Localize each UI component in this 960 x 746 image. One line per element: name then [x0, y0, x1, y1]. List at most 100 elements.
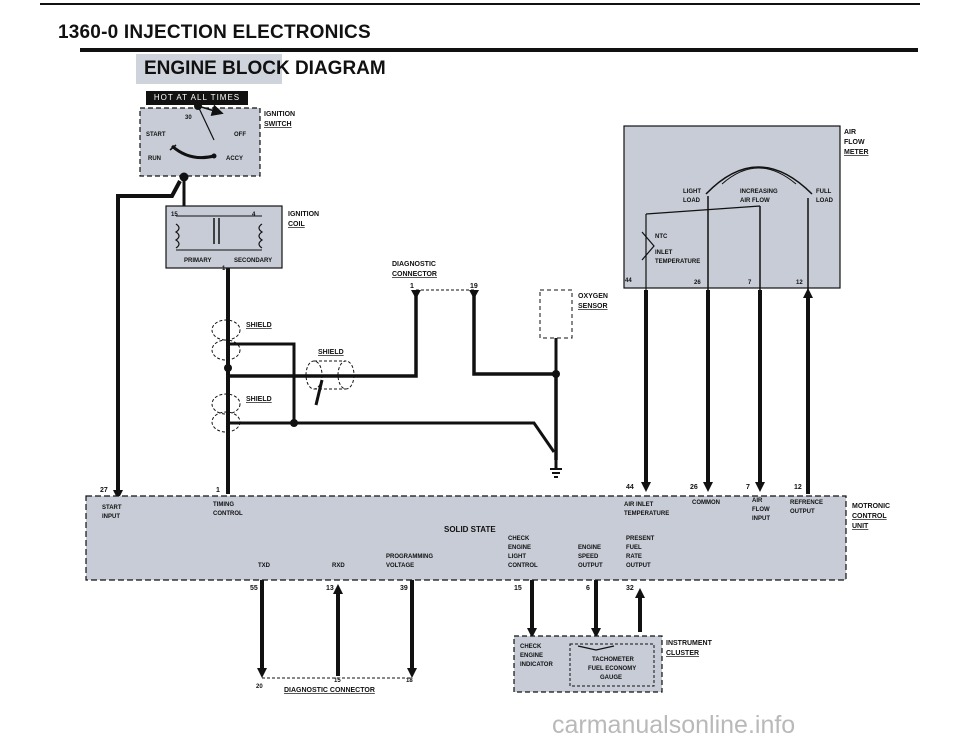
cu-solid-state: SOLID STATE	[444, 525, 496, 534]
afm-inlet-temp-2: TEMPERATURE	[655, 259, 700, 265]
cu-txd: TXD	[258, 563, 271, 569]
ic-label-1: INSTRUMENT	[666, 640, 713, 647]
diag-bottom-pin-20: 20	[256, 684, 263, 690]
cu-check-3: LIGHT	[508, 554, 526, 560]
afm-light-load-2: LOAD	[683, 198, 701, 204]
page-title: 1360-0 INJECTION ELECTRONICS	[58, 22, 371, 43]
cu-air-flow-1: AIR	[752, 498, 763, 504]
cu-check-1: CHECK	[508, 536, 530, 542]
cu-air-flow-2: FLOW	[752, 507, 770, 513]
diag-bottom-pin-18: 18	[406, 678, 413, 684]
ground-symbol	[550, 460, 562, 478]
cu-prog-voltage-2: VOLTAGE	[386, 563, 414, 569]
shield-2	[305, 360, 355, 390]
ic-check-3: INDICATOR	[520, 662, 553, 668]
ic-label-2: CLUSTER	[666, 650, 699, 657]
ic-gauge: GAUGE	[600, 675, 622, 681]
switch-run: RUN	[148, 156, 161, 162]
cu-timing-1: TIMING	[213, 502, 234, 508]
section-title-band	[136, 54, 282, 84]
air-flow-meter: LIGHT LOAD INCREASING AIR FLOW FULL LOAD…	[623, 125, 869, 290]
switch-start: START	[146, 132, 166, 138]
diag-bottom-label: DIAGNOSTIC CONNECTOR	[284, 687, 375, 694]
coil-primary: PRIMARY	[184, 258, 211, 264]
cu-bottom-pin-13: 13	[326, 585, 334, 592]
ic-check-2: ENGINE	[520, 653, 543, 659]
oxygen-sensor-label-2: SENSOR	[578, 303, 608, 310]
cu-timing-2: CONTROL	[213, 511, 243, 517]
cu-fuel-rate-3: RATE	[626, 554, 642, 560]
afm-full-load-1: FULL	[816, 189, 832, 195]
cu-check-4: CONTROL	[508, 563, 538, 569]
cu-air-inlet-2: TEMPERATURE	[624, 511, 669, 517]
cu-bottom-pin-55: 55	[250, 585, 258, 592]
ic-tachometer: TACHOMETER	[592, 657, 635, 663]
cu-bottom-pin-39: 39	[400, 585, 408, 592]
coil-terminal-15: 15	[171, 212, 178, 218]
ignition-switch: 30 START OFF RUN ACCY IGNITION SWITCH	[139, 102, 295, 182]
afm-wiring	[644, 290, 810, 494]
diagnostic-connector-top: DIAGNOSTIC CONNECTOR 1 19	[392, 261, 479, 299]
watermark: carmanualsonline.info	[552, 711, 796, 739]
afm-full-load-2: LOAD	[816, 198, 834, 204]
cu-engine-speed-2: SPEED	[578, 554, 599, 560]
section-title: ENGINE BLOCK DIAGRAM	[144, 58, 386, 79]
coil-secondary: SECONDARY	[234, 258, 272, 264]
cu-pin-27: 27	[100, 487, 108, 494]
cu-reference-2: OUTPUT	[790, 509, 815, 515]
cu-bottom-pin-32: 32	[626, 585, 634, 592]
afm-inlet-temp-1: INLET	[655, 250, 673, 256]
cu-top-pin-26: 26	[690, 484, 698, 491]
afm-pin-12: 12	[796, 280, 803, 286]
ignition-coil-label-2: COIL	[288, 221, 305, 228]
ignition-switch-label-2: SWITCH	[264, 121, 292, 128]
coil-terminal-4: 4	[252, 212, 256, 218]
diagnostic-connector-bottom: 20 15 18 DIAGNOSTIC CONNECTOR	[256, 677, 413, 694]
cu-start-input-2: INPUT	[102, 514, 120, 520]
left-wiring	[116, 180, 558, 494]
cu-pin-1: 1	[216, 487, 220, 494]
cu-engine-speed-1: ENGINE	[578, 545, 601, 551]
bottom-right-wiring	[530, 580, 642, 632]
afm-label-1: AIR	[844, 129, 856, 136]
cu-prog-voltage-1: PROGRAMMING	[386, 554, 433, 560]
shield-label-3: SHIELD	[246, 396, 272, 403]
cu-fuel-rate-4: OUTPUT	[626, 563, 651, 569]
oxygen-sensor: OXYGEN SENSOR	[539, 289, 608, 374]
cu-check-2: ENGINE	[508, 545, 531, 551]
cu-common: COMMON	[692, 500, 720, 506]
diag-top-label-2: CONNECTOR	[392, 271, 437, 278]
ignition-coil-label-1: IGNITION	[288, 211, 319, 218]
switch-off: OFF	[234, 132, 246, 138]
diag-bottom-pin-15: 15	[334, 678, 341, 684]
shield-3	[211, 393, 241, 433]
cu-label-1: MOTRONIC	[852, 503, 890, 510]
cu-reference-1: REFRENCE	[790, 500, 823, 506]
afm-increasing-2: AIR FLOW	[740, 198, 770, 204]
cu-label-3: UNIT	[852, 523, 869, 530]
cu-start-input-1: START	[102, 505, 122, 511]
ic-check-1: CHECK	[520, 644, 542, 650]
title-rule	[80, 48, 918, 52]
afm-label-3: METER	[844, 149, 869, 156]
afm-pin-44: 44	[625, 278, 632, 284]
cu-top-pin-7: 7	[746, 484, 750, 491]
ic-fuel-economy: FUEL ECONOMY	[588, 666, 636, 672]
afm-light-load-1: LIGHT	[683, 189, 701, 195]
cu-fuel-rate-2: FUEL	[626, 545, 642, 551]
switch-accy: ACCY	[226, 156, 243, 162]
cu-air-flow-3: INPUT	[752, 516, 770, 522]
shield-1	[211, 319, 241, 361]
afm-pin-26: 26	[694, 280, 701, 286]
bottom-left-wiring	[260, 580, 414, 676]
afm-ntc: NTC	[655, 234, 668, 240]
cu-bottom-pin-15: 15	[514, 585, 522, 592]
instrument-cluster: CHECK ENGINE INDICATOR TACHOMETER FUEL E…	[513, 635, 713, 693]
header-rule	[40, 3, 920, 5]
cu-top-pin-12: 12	[794, 484, 802, 491]
afm-label-2: FLOW	[844, 139, 865, 146]
cu-rxd: RXD	[332, 563, 345, 569]
motronic-control-unit: 27 1 START INPUT TIMING CONTROL SOLID ST…	[85, 484, 890, 592]
coil-terminal-1: 1	[222, 266, 226, 272]
